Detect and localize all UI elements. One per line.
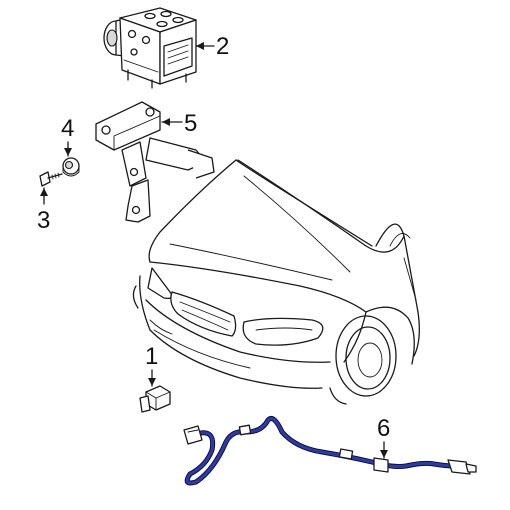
arrow-1-icon [148,378,156,386]
callout-5: 5 [184,110,197,137]
arrow-3-icon [40,188,48,196]
mounting-bracket [95,101,215,223]
arrow-6-icon [380,450,388,458]
callout-6: 6 [377,415,390,442]
sensor-harness [183,416,477,486]
nut [62,157,80,177]
bolt [39,171,63,187]
arrow-5-icon [162,118,170,126]
callout-4: 4 [61,115,74,142]
arrow-4-icon [64,148,72,156]
callout-2: 2 [216,33,229,60]
callout-3: 3 [37,207,50,234]
callout-1: 1 [145,343,158,370]
abs-modulator-unit [103,7,197,89]
vehicle-front [132,159,420,405]
arrow-2-icon [196,42,204,50]
wheel-speed-sensor [139,385,171,413]
